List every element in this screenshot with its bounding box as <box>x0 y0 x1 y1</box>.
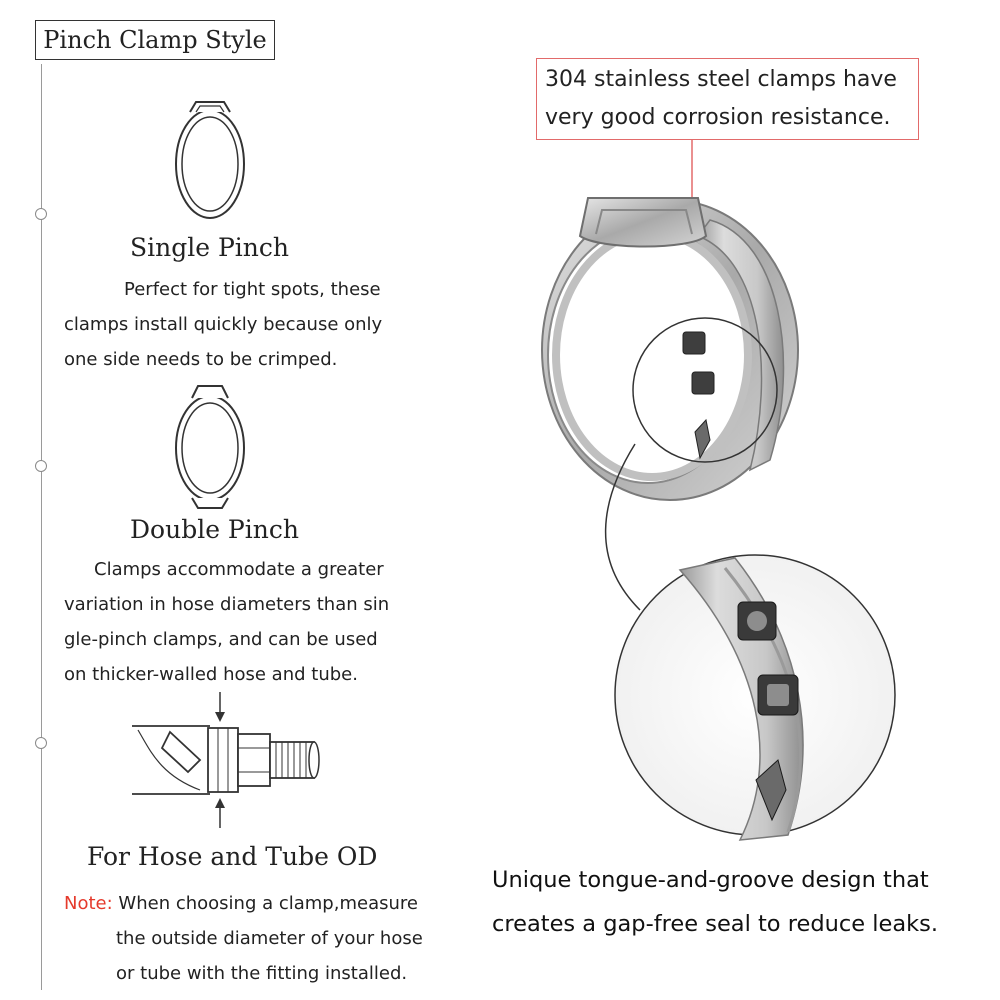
feature-caption-line: creates a gap-free seal to reduce leaks. <box>492 911 939 937</box>
hose-fitting-illustration <box>132 692 320 828</box>
double-pinch-text-line: Clamps accommodate a greater <box>94 559 384 580</box>
note-line: Note: When choosing a clamp,measure <box>64 886 418 921</box>
callout-line: 304 stainless steel clamps have <box>545 67 897 92</box>
single-pinch-text-line: one side needs to be crimped. <box>64 349 338 370</box>
note-text-line: the outside diameter of your hose <box>116 928 423 949</box>
double-pinch-heading: Double Pinch <box>130 515 299 544</box>
double-pinch-clamp-illustration <box>175 385 245 509</box>
section-title: Pinch Clamp Style <box>35 20 275 60</box>
feature-caption-line: Unique tongue-and-groove design that <box>492 867 929 893</box>
timeline-dot <box>35 737 47 749</box>
material-callout: 304 stainless steel clamps have very goo… <box>536 58 919 140</box>
double-pinch-text-line: on thicker-walled hose and tube. <box>64 664 358 685</box>
timeline-dot <box>35 208 47 220</box>
single-pinch-text-line: clamps install quickly because only <box>64 314 383 335</box>
timeline-line <box>41 64 42 990</box>
note-text: When choosing a clamp,measure <box>118 893 418 914</box>
clamp-product-illustration <box>541 140 896 841</box>
note-text-line: or tube with the fitting installed. <box>116 963 408 984</box>
single-pinch-clamp-illustration <box>175 101 245 219</box>
timeline-dot <box>35 460 47 472</box>
note-label: Note: <box>64 893 113 914</box>
double-pinch-text-line: gle-pinch clamps, and can be used <box>64 629 378 650</box>
single-pinch-heading: Single Pinch <box>130 233 289 262</box>
double-pinch-text-line: variation in hose diameters than sin <box>64 594 390 615</box>
single-pinch-text-line: Perfect for tight spots, these <box>124 279 381 300</box>
hose-tube-heading: For Hose and Tube OD <box>87 842 378 871</box>
callout-line: very good corrosion resistance. <box>545 105 891 130</box>
